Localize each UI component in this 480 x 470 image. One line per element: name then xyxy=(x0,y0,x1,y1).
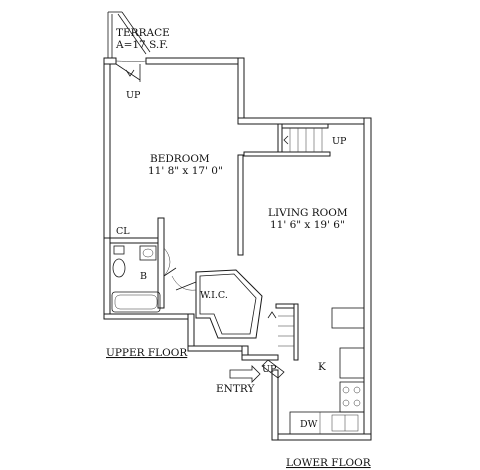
terrace-up-label: UP xyxy=(126,90,141,101)
living-walls xyxy=(271,117,372,441)
terrace-title: TERRACE xyxy=(116,27,170,39)
living-room-title: LIVING ROOM xyxy=(268,207,348,219)
upper-stair xyxy=(283,128,323,152)
lower-floor-caption: LOWER FLOOR xyxy=(286,457,372,469)
walk-in-closet-walls xyxy=(171,269,263,339)
entry-stair xyxy=(261,303,299,379)
entry-up-label: UP xyxy=(262,364,277,375)
bath-label: B xyxy=(140,271,147,282)
bedroom-dimensions: 11' 8" x 17' 0" xyxy=(148,165,223,177)
upper-floor-caption: UPPER FLOOR xyxy=(106,347,188,359)
terrace-area: A=17 S.F. xyxy=(115,39,168,51)
living-room-dimensions: 11' 6" x 19' 6" xyxy=(270,219,345,231)
bath-closet-walls xyxy=(103,217,279,361)
kitchen-counters xyxy=(289,307,365,435)
terrace-railing xyxy=(107,11,151,60)
closet-label: CL xyxy=(116,226,130,237)
upper-stair-up-label: UP xyxy=(332,136,347,147)
kitchen-label: K xyxy=(318,361,326,373)
walk-in-closet-label: W.I.C. xyxy=(200,290,228,301)
bedroom-title: BEDROOM xyxy=(150,153,210,165)
entry-label: ENTRY xyxy=(216,383,255,395)
dishwasher-label: DW xyxy=(300,419,318,430)
terrace-door xyxy=(115,60,147,82)
entry-arrow xyxy=(229,365,261,383)
